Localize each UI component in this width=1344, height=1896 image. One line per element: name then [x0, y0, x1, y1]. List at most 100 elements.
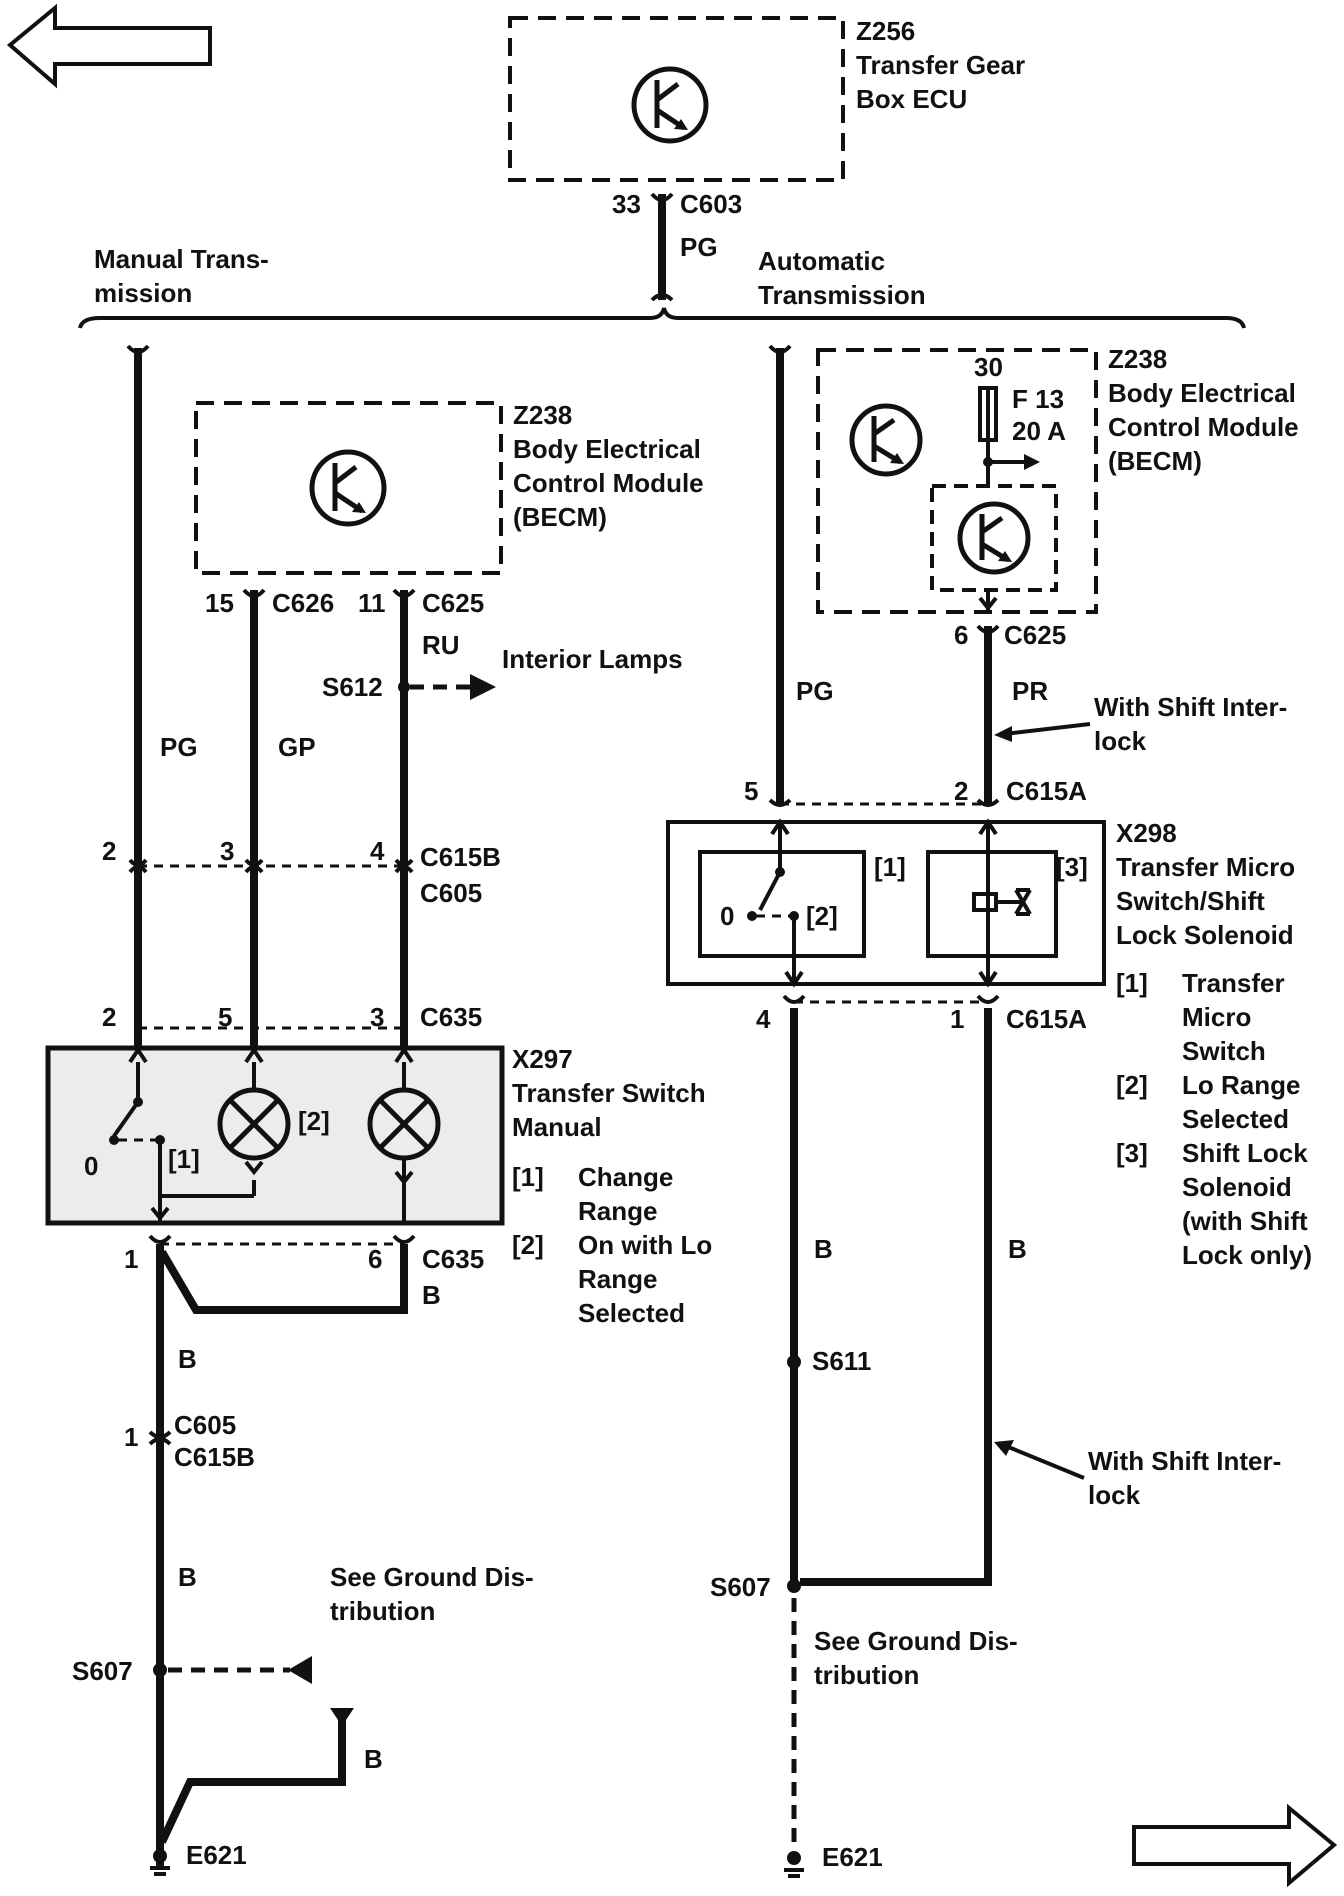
pin-1c: 1 — [124, 1422, 138, 1452]
fuse-rating: 20 A — [1012, 416, 1066, 446]
ground-note-manual-line1: See Ground Dis- — [330, 1562, 534, 1592]
pin-15: 15 — [205, 588, 234, 618]
x297-line1: Transfer Switch — [512, 1078, 706, 1108]
connector-mark — [976, 994, 1000, 1004]
switch-x297-box — [45, 1045, 505, 1226]
connector-mark — [244, 1046, 264, 1064]
legend-manual-2-line1: On with Lo — [578, 1230, 712, 1260]
wire-color-pr: PR — [1012, 676, 1048, 706]
branch-manual-line1: Manual Trans- — [94, 244, 269, 274]
switch-contact-icon — [758, 871, 782, 911]
legend-manual-1-line1: Change — [578, 1162, 673, 1192]
transistor-icon — [631, 66, 709, 144]
prev-page-arrow[interactable] — [6, 3, 212, 89]
x297-tag2: [2] — [298, 1106, 330, 1136]
ecu-z256: Z256 Transfer Gear Box ECU — [508, 16, 1025, 182]
connector-mark — [782, 994, 806, 1004]
left-arrow-icon — [6, 3, 212, 89]
wire-color-gp: GP — [278, 732, 316, 762]
legend-manual-2-tag: [2] — [512, 1230, 544, 1260]
switch-x298-box — [666, 820, 1106, 986]
connector-mark — [148, 1234, 172, 1244]
ground-icon — [150, 1849, 170, 1876]
manual-becm-line3: (BECM) — [513, 502, 607, 532]
manual-becm-line2: Control Module — [513, 468, 704, 498]
wire-color-ru: RU — [422, 630, 460, 660]
connector-c635-top: C635 — [420, 1002, 482, 1032]
next-page-arrow[interactable] — [1132, 1803, 1338, 1888]
splice-s611-label: S611 — [812, 1346, 871, 1376]
connector-c625-mark — [392, 588, 416, 598]
wire-color-b4: B — [364, 1744, 383, 1774]
arrow-down-icon — [330, 1708, 354, 1726]
connector-c625: C625 — [422, 588, 484, 618]
branch-auto-line1: Automatic — [758, 246, 885, 276]
pin-2b: 2 — [102, 1002, 116, 1032]
connector-c625-auto: C625 — [1004, 620, 1066, 650]
connector-c626-mark — [242, 588, 266, 598]
wire-color-pg-auto: PG — [796, 676, 834, 706]
pin-11: 11 — [358, 588, 386, 618]
ecu-z256-box — [508, 16, 845, 182]
splice-s611 — [787, 1355, 801, 1369]
auto-becm-line3: (BECM) — [1108, 446, 1202, 476]
legend-auto-3-tag: [3] — [1116, 1138, 1148, 1168]
connector-c605-lower: C605 — [174, 1410, 236, 1440]
manual-becm-box — [194, 401, 503, 575]
connector-mark — [768, 798, 792, 807]
legend-auto-3-line1: Shift Lock — [1182, 1138, 1308, 1168]
connector-mark — [392, 1234, 416, 1244]
legend-manual-2-line3: Selected — [578, 1298, 685, 1328]
connector-mark — [394, 1046, 414, 1064]
pin-6: 6 — [368, 1244, 382, 1274]
connector-mark — [128, 858, 148, 874]
x298-id: X298 — [1116, 818, 1177, 848]
pin-2: 2 — [954, 776, 968, 806]
x298-tag1: [1] — [874, 852, 906, 882]
interlock2-line1: With Shift Inter- — [1088, 1446, 1281, 1476]
wire-b-return — [158, 1720, 346, 1844]
interior-lamps-label: Interior Lamps — [502, 644, 683, 674]
wire-color-pg-manual: PG — [160, 732, 198, 762]
right-arrow-icon — [1132, 1803, 1338, 1888]
pin-33: 33 — [612, 189, 641, 219]
connector-mark — [148, 1430, 172, 1446]
arrow-right-icon — [470, 674, 496, 700]
connector-mark — [394, 858, 414, 874]
auto-becm-line1: Body Electrical — [1108, 378, 1296, 408]
ecu-id: Z256 — [856, 16, 915, 46]
legend-auto-2-tag: [2] — [1116, 1070, 1148, 1100]
connector-c615a-top: C615A — [1006, 776, 1087, 806]
auto-section: 30 F 13 20 A Z238 Body Electrical Contro… — [666, 344, 1312, 1878]
pin-4: 4 — [756, 1004, 771, 1034]
pin-5: 5 — [744, 776, 758, 806]
ground-e621-auto: E621 — [822, 1842, 883, 1872]
ground-note-auto-line1: See Ground Dis- — [814, 1626, 1018, 1656]
wire-b-interlock — [800, 1008, 992, 1586]
connector-c635-bottom: C635 — [422, 1244, 484, 1274]
legend-auto-1-line1: Transfer — [1182, 968, 1285, 998]
splice-s607-auto-label: S607 — [710, 1572, 771, 1602]
connector-c615b: C615B — [420, 842, 501, 872]
splice-s612-label: S612 — [322, 672, 383, 702]
legend-manual-1-tag: [1] — [512, 1162, 544, 1192]
connector-c625-auto-mark — [976, 624, 1000, 634]
wire-b-loop — [158, 1244, 408, 1314]
pin-6-auto: 6 — [954, 620, 968, 650]
wire-break-mark — [650, 293, 674, 302]
x298-line2: Switch/Shift — [1116, 886, 1265, 916]
splice-s612 — [398, 681, 410, 693]
wire-color-b-auto1: B — [814, 1234, 833, 1264]
x297-tag1: [1] — [168, 1144, 200, 1174]
legend-manual-1-line2: Range — [578, 1196, 657, 1226]
transistor-icon — [849, 403, 923, 477]
manual-becm-line1: Body Electrical — [513, 434, 701, 464]
branch-manual-line2: mission — [94, 278, 192, 308]
legend-auto-2-line1: Lo Range — [1182, 1070, 1300, 1100]
fuse-name: F 13 — [1012, 384, 1064, 414]
x298-tag3: [3] — [1056, 852, 1088, 882]
connector-mark — [244, 858, 264, 874]
connector-mark — [128, 1046, 148, 1064]
ecu-name-line1: Transfer Gear — [856, 50, 1025, 80]
